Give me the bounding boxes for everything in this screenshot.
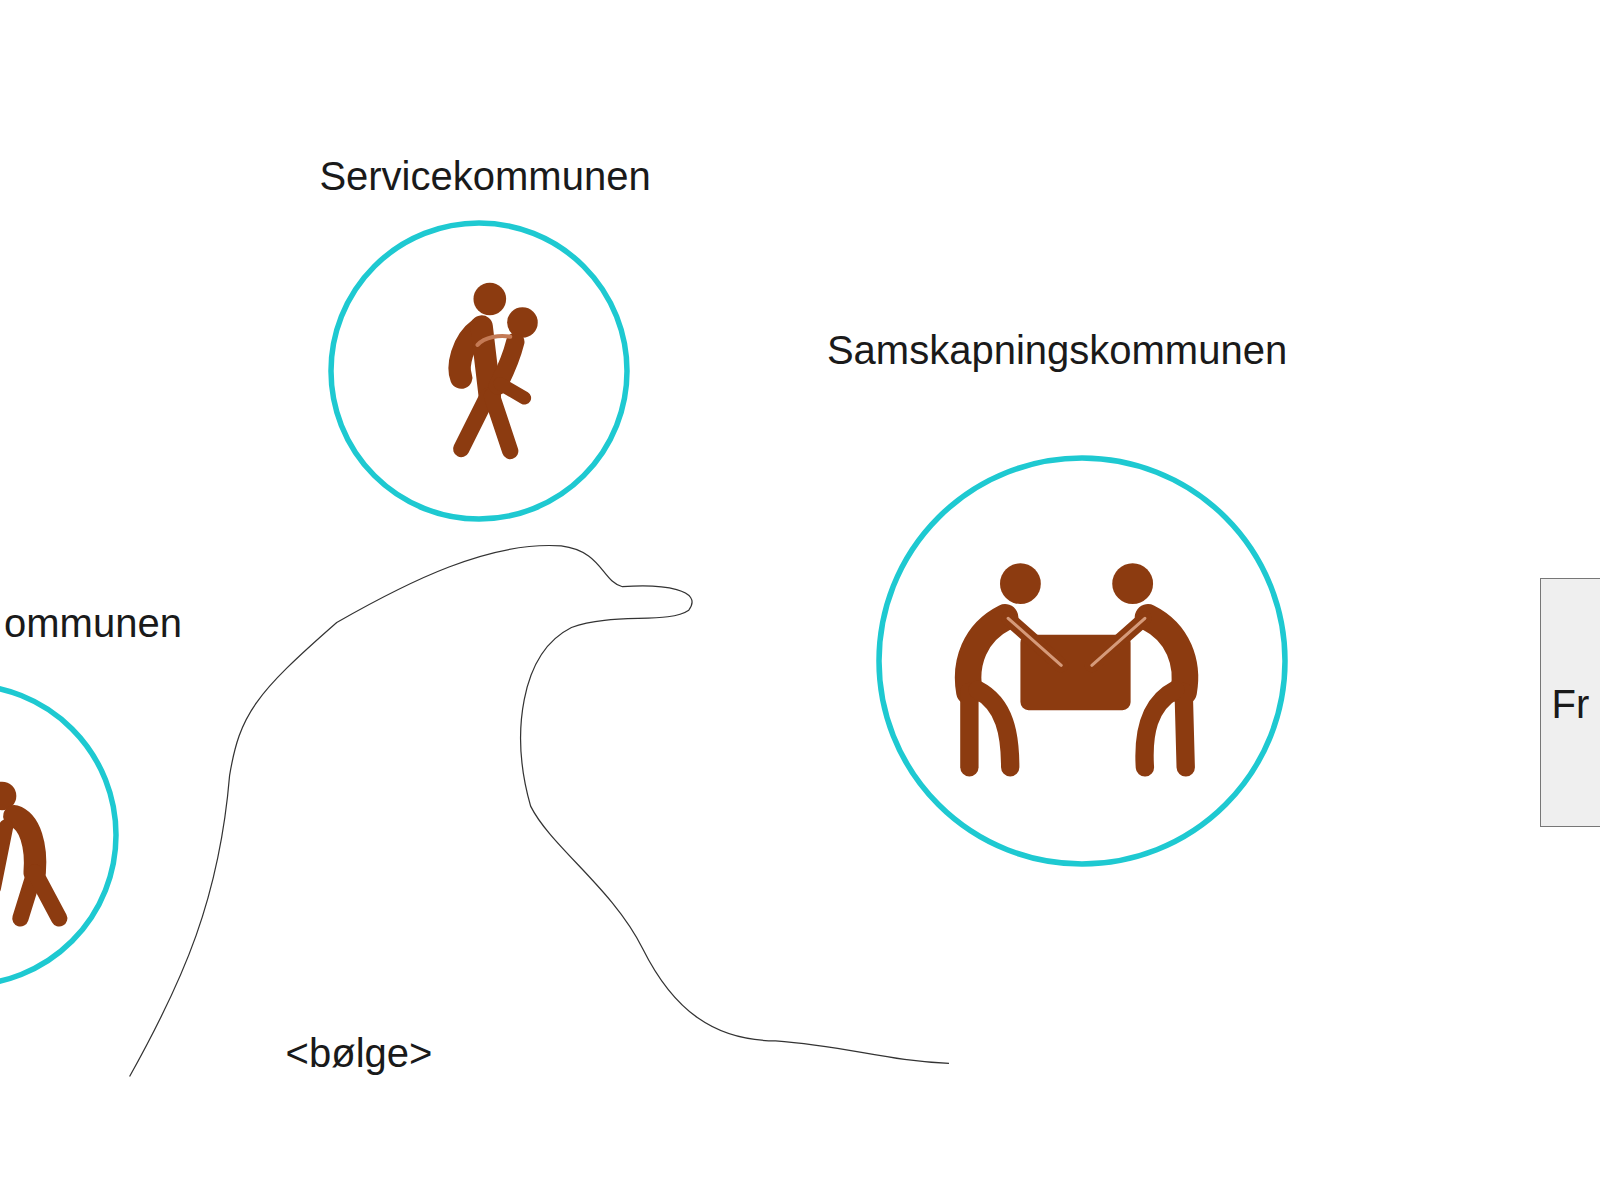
circle-outline bbox=[0, 682, 119, 988]
circle-outline bbox=[328, 220, 630, 522]
wave-label: <bølge> bbox=[286, 1030, 433, 1076]
stage-circle: Samskapningskommunen bbox=[876, 455, 1288, 867]
stage-box: Fr bbox=[1540, 578, 1600, 827]
stage-heading: ommunen bbox=[4, 600, 182, 646]
stage-heading: Samskapningskommunen bbox=[827, 327, 1287, 373]
piggyback-icon bbox=[460, 283, 538, 451]
circle-outline bbox=[876, 455, 1288, 867]
stage-circle: ommunen bbox=[0, 682, 119, 988]
wave-line bbox=[130, 545, 949, 1076]
carrying-icon bbox=[968, 563, 1186, 767]
box-text: Fr bbox=[1552, 681, 1590, 727]
bent-person-icon bbox=[0, 782, 59, 919]
stage-circle: Servicekommunen bbox=[328, 220, 630, 522]
stage-heading: Servicekommunen bbox=[319, 153, 650, 199]
